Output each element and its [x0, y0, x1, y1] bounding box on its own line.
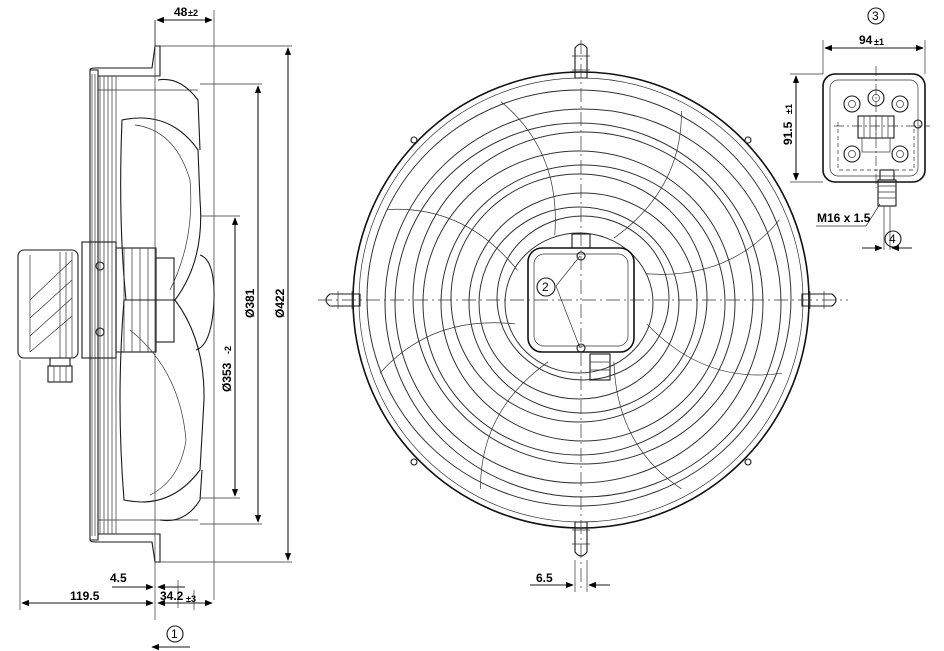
dim-94-main: 94: [859, 33, 873, 47]
grille-spokes: [379, 101, 783, 490]
grille-ring: [394, 122, 764, 484]
dim-dia-353-tol: -2: [223, 346, 233, 354]
grille-ring: [496, 215, 670, 381]
callout-circle-3: [867, 7, 885, 25]
dim-dia-381: Ø381: [243, 288, 257, 318]
side-view-labels: 48 ±2 Ø381 Ø422 Ø353 -2 4.5 119.5 34.2 ±…: [70, 5, 287, 643]
grille-spoke: [379, 322, 516, 374]
dim-48-main: 48: [174, 5, 188, 19]
grille-rings: [366, 89, 792, 507]
dim-91-5-main: 91.5: [781, 121, 795, 145]
grille-spoke: [500, 101, 556, 236]
grille-ring: [412, 131, 754, 465]
terminal-box-detail: [790, 40, 930, 252]
callout-circle-2: [536, 277, 556, 297]
side-mounting-ring: [89, 45, 198, 563]
dim-48-tol: ±2: [188, 8, 198, 18]
callout-1: 1: [171, 627, 178, 641]
callout-4: 4: [889, 232, 896, 246]
terminal-gland: [877, 179, 897, 207]
side-terminal-box: [17, 249, 79, 383]
dim-dia-353-main: Ø353: [220, 362, 234, 392]
grille-spoke: [613, 361, 682, 490]
grille-ring: [366, 89, 792, 507]
dim-91-5-tol: ±1: [784, 104, 794, 114]
dim-34-2-main: 34.2: [160, 589, 184, 603]
grille-spoke: [646, 323, 783, 376]
terminal-box-outline: [822, 73, 926, 183]
dim-4-5: 4.5: [110, 571, 127, 585]
grille-spoke: [387, 208, 518, 271]
dim-34-2-tol: ±3: [186, 594, 196, 604]
callout-circle-4: [884, 230, 902, 248]
grille-ring: [450, 173, 708, 423]
front-view: [318, 40, 848, 592]
grille-ring: [504, 232, 654, 374]
grille-spoke: [645, 219, 780, 275]
grille-ring: [422, 150, 736, 456]
grille-spoke: [613, 111, 682, 239]
side-view: [17, 10, 292, 651]
callout-3: 3: [872, 9, 879, 23]
front-view-labels: 2 6.5: [536, 277, 556, 585]
dim-119-5: 119.5: [70, 589, 100, 603]
callout-circle-1: [166, 625, 184, 643]
grille-ring: [468, 192, 698, 414]
callout-2: 2: [542, 280, 549, 294]
grille-spoke: [480, 361, 549, 489]
grille-ring: [440, 164, 726, 442]
dim-6-5: 6.5: [536, 571, 553, 585]
grille-ring: [384, 108, 782, 498]
terminal-box-labels: 3 94 ±1 91.5 ±1 M16 x 1.5 4: [781, 7, 902, 248]
terminal-screws: [843, 89, 923, 163]
front-cable-gland: [589, 353, 611, 381]
side-fan-blades: [119, 78, 215, 522]
dim-dia-422: Ø422: [273, 288, 287, 318]
dim-94-tol: ±1: [874, 37, 884, 47]
thread-label: M16 x 1.5: [817, 211, 871, 225]
grille-ring: [478, 206, 680, 400]
